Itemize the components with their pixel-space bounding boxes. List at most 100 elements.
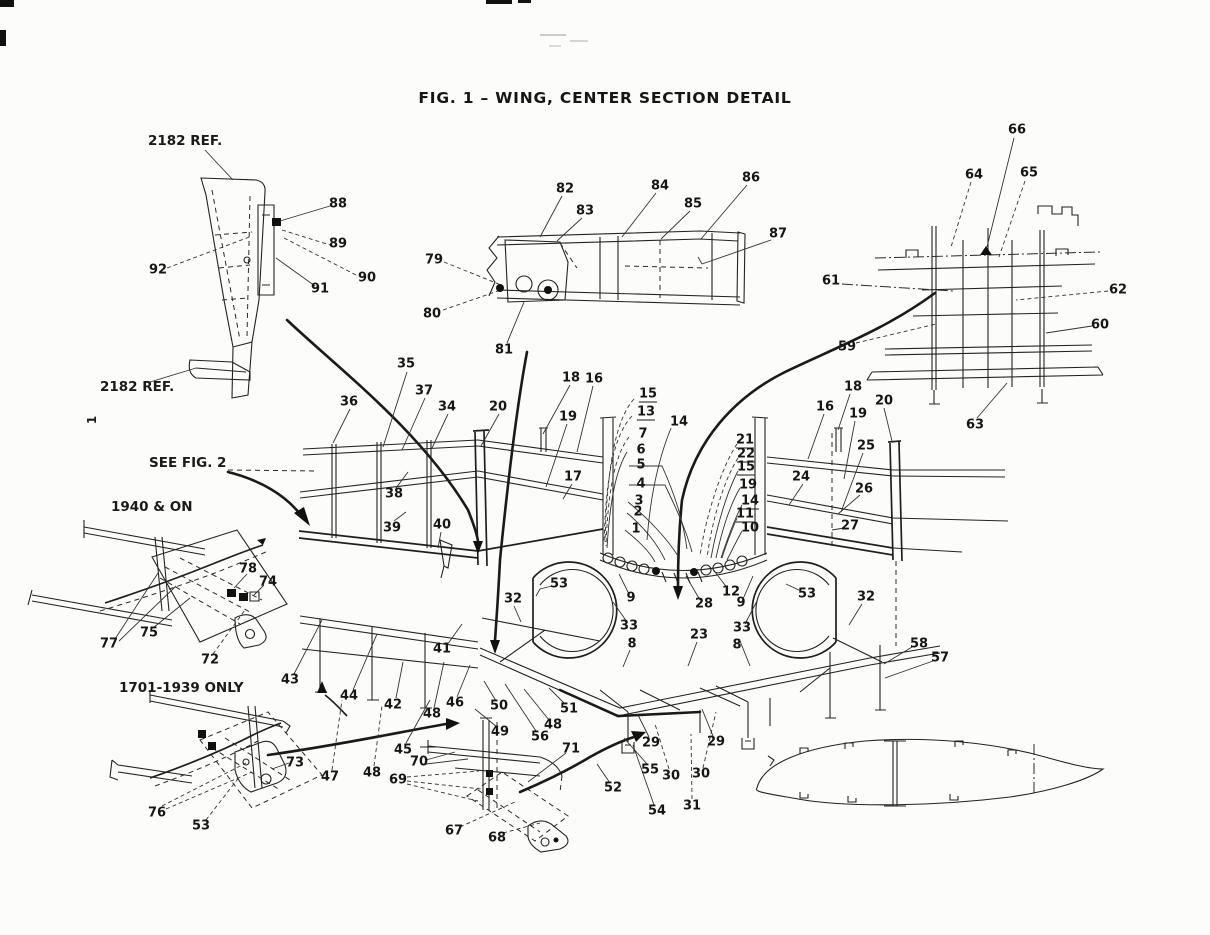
part-number: 32 (856, 589, 876, 605)
part-number: 29 (706, 734, 726, 750)
part-number: 16 (584, 371, 604, 387)
see-fig-2-label: SEE FIG. 2 (149, 455, 227, 471)
part-number: 70 (409, 754, 429, 770)
part-number: 50 (489, 698, 509, 714)
part-number: 73 (285, 755, 305, 771)
part-number: 54 (647, 803, 667, 819)
part-number: 43 (280, 672, 300, 688)
part-number: 44 (339, 688, 359, 704)
detail-1940-bracket (28, 520, 287, 654)
part-number: 6 (636, 442, 646, 458)
part-number: 2 (633, 504, 643, 520)
part-number: 53 (549, 576, 569, 592)
part-number: 14 (669, 414, 689, 430)
detail-upper-fitting-2182 (150, 150, 358, 398)
part-number: 30 (661, 768, 681, 784)
part-number: 35 (396, 356, 416, 372)
part-number: 64 (964, 167, 984, 183)
part-number: 81 (494, 342, 514, 358)
part-number: 75 (139, 625, 159, 641)
part-number: 9 (736, 595, 746, 611)
part-number: 14 (740, 493, 760, 510)
part-number: 31 (682, 798, 702, 814)
part-number: 58 (909, 636, 929, 652)
part-number: 45 (393, 742, 413, 758)
part-number: 87 (768, 226, 788, 242)
part-number: 53 (797, 586, 817, 602)
part-number: 25 (856, 438, 876, 454)
part-number: 57 (930, 650, 950, 666)
part-number: 48 (543, 717, 563, 733)
part-number: 7 (638, 426, 648, 442)
part-number: 5 (636, 457, 646, 473)
part-number: 74 (258, 574, 278, 590)
part-number: 47 (320, 769, 340, 785)
part-number: 52 (603, 780, 623, 796)
main-center-section (299, 417, 1008, 753)
part-number: 23 (689, 627, 709, 643)
figure-title: FIG. 1 – WING, CENTER SECTION DETAIL (418, 89, 792, 107)
part-number: 59 (837, 339, 857, 355)
part-number: 90 (357, 270, 377, 286)
part-number: 11 (735, 506, 755, 523)
part-number: 49 (490, 724, 510, 740)
part-number: 65 (1019, 165, 1039, 181)
part-number: 71 (561, 741, 581, 757)
part-number: 56 (530, 729, 550, 745)
part-number: 28 (694, 596, 714, 612)
part-number: 33 (619, 618, 639, 634)
part-number: 82 (555, 181, 575, 197)
part-number: 18 (561, 370, 581, 386)
part-number: 48 (362, 765, 382, 781)
detail-lower-fitting (407, 718, 568, 852)
part-number: 89 (328, 236, 348, 252)
part-number: 69 (388, 772, 408, 788)
part-number: 88 (328, 196, 348, 212)
part-number: 33 (732, 620, 752, 636)
part-number: 92 (148, 262, 168, 278)
era-1940-label: 1940 & ON (111, 499, 193, 515)
detail-1701-bracket (110, 681, 347, 820)
part-number: 8 (627, 636, 637, 652)
part-number: 32 (503, 591, 523, 607)
part-number: 20 (874, 393, 894, 409)
part-number: 4 (636, 476, 646, 492)
part-number: 46 (445, 695, 465, 711)
airfoil-cross-section (756, 739, 1103, 806)
scan-speckle (540, 34, 566, 36)
part-number: 29 (641, 735, 661, 751)
part-number: 62 (1108, 282, 1128, 298)
part-number: 79 (424, 252, 444, 268)
detail-rear-spar-grid (842, 138, 1108, 418)
scan-speckle (570, 40, 588, 42)
part-number: 15 (638, 386, 658, 403)
part-number: 24 (791, 469, 811, 485)
part-number: 3 (634, 493, 644, 509)
part-number: 37 (414, 383, 434, 399)
part-number: 1 (631, 521, 641, 537)
part-number: 55 (640, 762, 660, 778)
part-number: 84 (650, 178, 670, 194)
part-number: 13 (636, 404, 656, 421)
part-number: 85 (683, 196, 703, 212)
part-number: 67 (444, 823, 464, 839)
part-number: 26 (854, 481, 874, 497)
part-number: 34 (437, 399, 457, 415)
part-number: 76 (147, 805, 167, 821)
part-number: 80 (422, 306, 442, 322)
part-number: 48 (422, 706, 442, 722)
part-number: 39 (382, 520, 402, 536)
part-number: 15 (736, 459, 756, 476)
part-number: 8 (732, 637, 742, 653)
flow-arrows (228, 293, 935, 792)
part-number: 38 (384, 486, 404, 502)
part-number: 27 (840, 518, 860, 534)
ref-label-top: 2182 REF. (148, 133, 223, 149)
part-number: 16 (815, 399, 835, 415)
part-number: 12 (721, 584, 741, 600)
part-number: 68 (487, 830, 507, 846)
part-number: 36 (339, 394, 359, 410)
part-number: 21 (735, 432, 755, 449)
